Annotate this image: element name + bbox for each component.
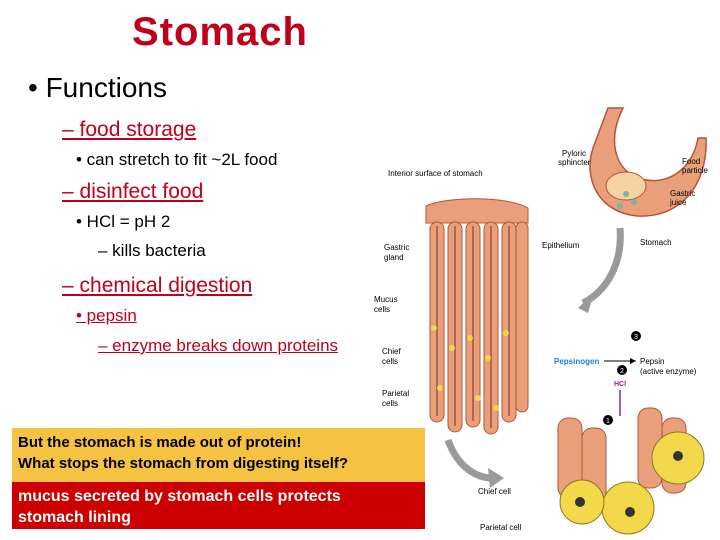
parietal-cell-dot	[431, 325, 437, 331]
answer-line-2: stomach lining	[18, 509, 131, 526]
label-chief-2: cells	[382, 357, 398, 366]
bullet-hcl: • HCl = pH 2	[76, 212, 171, 231]
label-parietal-cell: Parietal cell	[480, 523, 522, 532]
parietal-cell-dot	[493, 405, 499, 411]
parietal-cell-dot	[467, 335, 473, 341]
bullet-food-storage: – food storage	[62, 118, 196, 142]
label-gastric-gland-1: Gastric	[384, 243, 409, 252]
gland-column	[515, 221, 529, 413]
zoom-arrow-1	[581, 227, 624, 307]
step-2-number: 2	[620, 368, 624, 375]
label-pyloric-1: Pyloric	[562, 149, 586, 158]
bullet-pepsin: • pepsin	[76, 306, 137, 326]
cell-nucleus	[625, 507, 635, 517]
label-pepsinogen: Pepsinogen	[554, 357, 599, 366]
cell-nucleus	[673, 451, 683, 461]
bullet-stretch: • can stretch to fit ~2L food	[76, 150, 278, 169]
step-3-number: 3	[634, 334, 638, 341]
zoom-arrowhead-1	[578, 293, 594, 313]
answer-line-1: mucus secreted by stomach cells protects	[18, 488, 341, 505]
label-gastric-juice-1: Gastric	[670, 189, 695, 198]
bullet-enzyme: – enzyme breaks down proteins	[98, 336, 338, 356]
parietal-cell-dot	[475, 395, 481, 401]
label-food-2: particle	[682, 166, 708, 175]
label-gastric-gland-2: gland	[384, 253, 404, 262]
pepsin-text: • pepsin	[76, 306, 137, 325]
cell-nucleus	[575, 497, 585, 507]
parietal-cell-dot	[449, 345, 455, 351]
parietal-cell-dot	[503, 330, 509, 336]
step-1-badge	[603, 415, 613, 425]
bullet-disinfect: – disinfect food	[62, 180, 203, 204]
label-chief-cell: Chief cell	[478, 487, 511, 496]
label-pepsin: Pepsin	[640, 357, 664, 366]
label-parietal-2: cells	[382, 399, 398, 408]
label-interior-surface: Interior surface of stomach	[388, 169, 483, 178]
enzyme-text: – enzyme breaks down proteins	[98, 336, 339, 355]
label-hcl: HCl	[614, 381, 626, 388]
label-pyloric-2: sphincter	[558, 158, 591, 167]
step-2-badge	[617, 365, 627, 375]
food-storage-text: – food storage	[62, 118, 197, 141]
gastric-juice-drop	[631, 199, 637, 205]
disinfect-text: – disinfect food	[62, 180, 204, 203]
question-line-2: What stops the stomach from digesting it…	[18, 455, 349, 472]
cell-cluster	[557, 407, 705, 535]
stomach-inner-shape	[605, 171, 647, 201]
gastric-juice-drop	[623, 191, 629, 197]
bullet-chemical-digestion: – chemical digestion	[62, 274, 252, 298]
label-stomach: Stomach	[640, 238, 672, 247]
chemical-digestion-text: – chemical digestion	[62, 274, 253, 297]
label-chief-1: Chief	[382, 347, 401, 356]
label-parietal-1: Parietal	[382, 389, 409, 398]
label-food-1: Food	[682, 157, 700, 166]
answer-box: mucus secreted by stomach cells protects…	[12, 482, 425, 529]
question-box: But the stomach is made out of protein! …	[12, 428, 425, 482]
bullet-kills: – kills bacteria	[98, 241, 206, 260]
step-1-number: 1	[606, 418, 610, 425]
slide-title: Stomach	[132, 10, 308, 54]
step-3-badge	[631, 331, 641, 341]
reaction-arrowhead	[630, 358, 636, 364]
label-epithelium: Epithelium	[542, 241, 580, 250]
label-gastric-juice-2: juice	[669, 198, 687, 207]
question-line-1: But the stomach is made out of protein!	[18, 434, 302, 451]
bullet-functions: • Functions	[28, 72, 167, 103]
label-mucus-2: cells	[374, 305, 390, 314]
parietal-cell-dot	[485, 355, 491, 361]
stomach-diagram: Pyloric sphincter Food particle Gastric …	[374, 107, 708, 535]
label-mucus-1: Mucus	[374, 295, 398, 304]
parietal-cell-dot	[437, 385, 443, 391]
label-active-enzyme: (active enzyme)	[640, 367, 697, 376]
zoom-arrowhead-2	[488, 468, 504, 488]
gastric-juice-drop	[617, 203, 623, 209]
epithelium-surface	[425, 198, 529, 224]
gastric-glands	[429, 221, 529, 435]
